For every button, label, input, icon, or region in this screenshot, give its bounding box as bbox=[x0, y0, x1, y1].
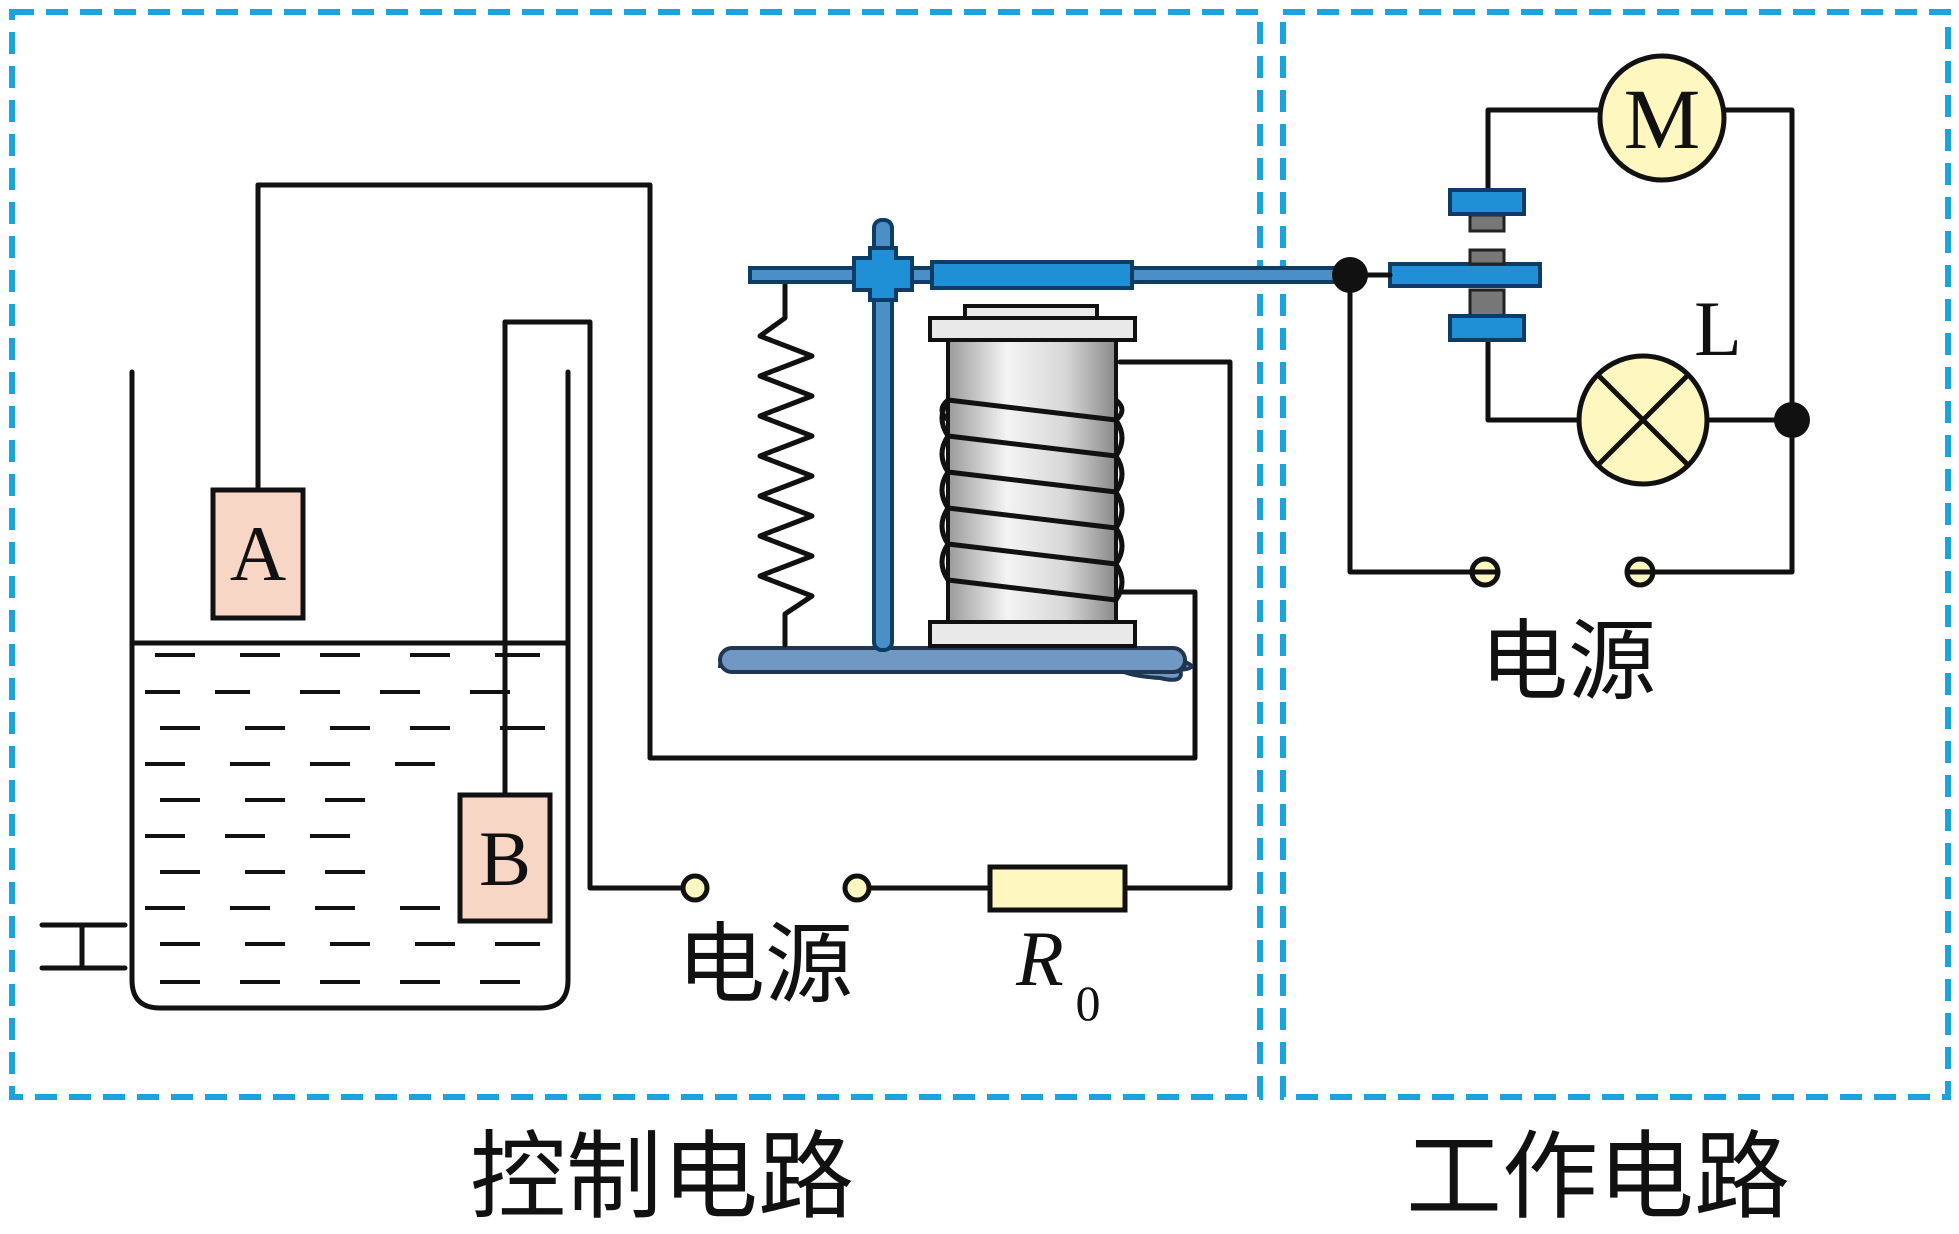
control-wires bbox=[255, 182, 1233, 891]
coil-windings bbox=[939, 397, 1125, 603]
control-power-source: 电源 bbox=[677, 873, 872, 1016]
electrode-a: A bbox=[210, 182, 306, 621]
resistor-r0: R 0 bbox=[987, 864, 1128, 1031]
electrode-b: B bbox=[457, 319, 553, 924]
electromagnet bbox=[928, 304, 1137, 648]
spring bbox=[757, 282, 815, 648]
resistor-label: R bbox=[1015, 915, 1064, 1002]
control-power-label: 电源 bbox=[677, 913, 853, 1016]
work-wires bbox=[1332, 107, 1810, 575]
drain-valve bbox=[39, 922, 128, 971]
control-circuit-region bbox=[9, 9, 1263, 1100]
motor-m: M bbox=[1597, 53, 1727, 183]
relay-base bbox=[718, 646, 1194, 682]
electrode-b-label: B bbox=[479, 815, 531, 902]
switch-contacts bbox=[1448, 188, 1526, 342]
armature-post bbox=[872, 218, 894, 652]
armature bbox=[748, 246, 1542, 302]
motor-label: M bbox=[1624, 71, 1700, 167]
lamp-l: L bbox=[1576, 285, 1742, 487]
work-circuit-caption: 工作电路 bbox=[1406, 1121, 1790, 1233]
control-circuit-caption: 控制电路 bbox=[470, 1121, 854, 1233]
work-power-source: 电源 bbox=[1467, 556, 1658, 713]
lamp-label: L bbox=[1694, 285, 1742, 372]
work-power-label: 电源 bbox=[1480, 610, 1656, 713]
electrode-a-label: A bbox=[230, 510, 286, 597]
resistor-subscript: 0 bbox=[1076, 975, 1101, 1031]
work-circuit-region bbox=[1280, 9, 1951, 1100]
